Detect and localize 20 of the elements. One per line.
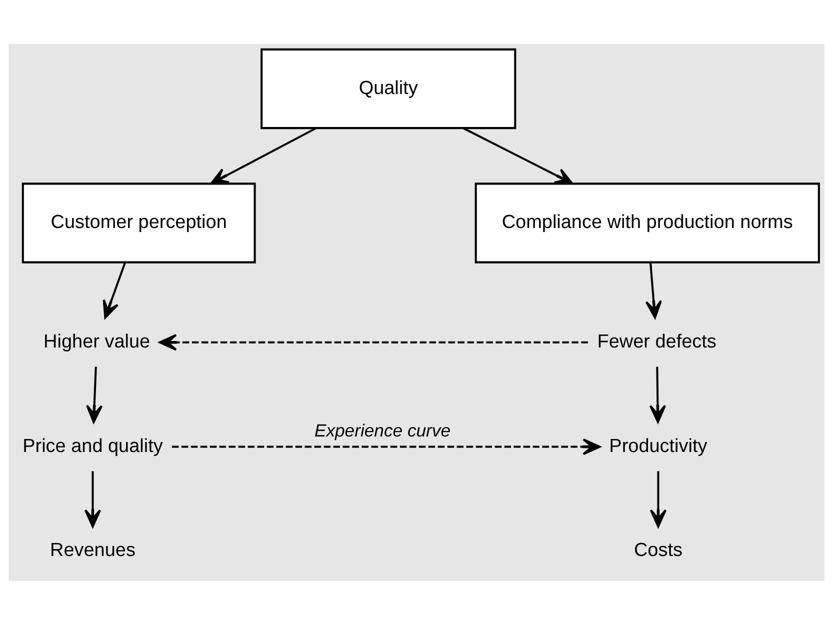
arrow <box>86 366 103 423</box>
arrow <box>172 438 601 455</box>
node-text: Costs <box>634 540 682 561</box>
arrow <box>84 470 102 527</box>
node-text: Price and quality <box>22 435 163 456</box>
arrow <box>645 262 662 318</box>
node-text: Revenues <box>50 540 136 561</box>
arrow <box>158 334 588 350</box>
arrow <box>462 126 574 184</box>
node-box: Compliance with production norms <box>474 182 820 263</box>
arrow <box>210 126 317 184</box>
edge-label: Experience curve <box>314 420 451 440</box>
node-box: Customer perception <box>22 182 256 263</box>
node-text: Productivity <box>609 435 708 456</box>
node-text: Higher value <box>44 330 150 352</box>
arrow <box>650 470 667 527</box>
node-box: Quality <box>260 48 516 129</box>
arrow <box>649 366 666 423</box>
arrow <box>102 262 126 318</box>
node-text: Fewer defects <box>597 330 716 352</box>
